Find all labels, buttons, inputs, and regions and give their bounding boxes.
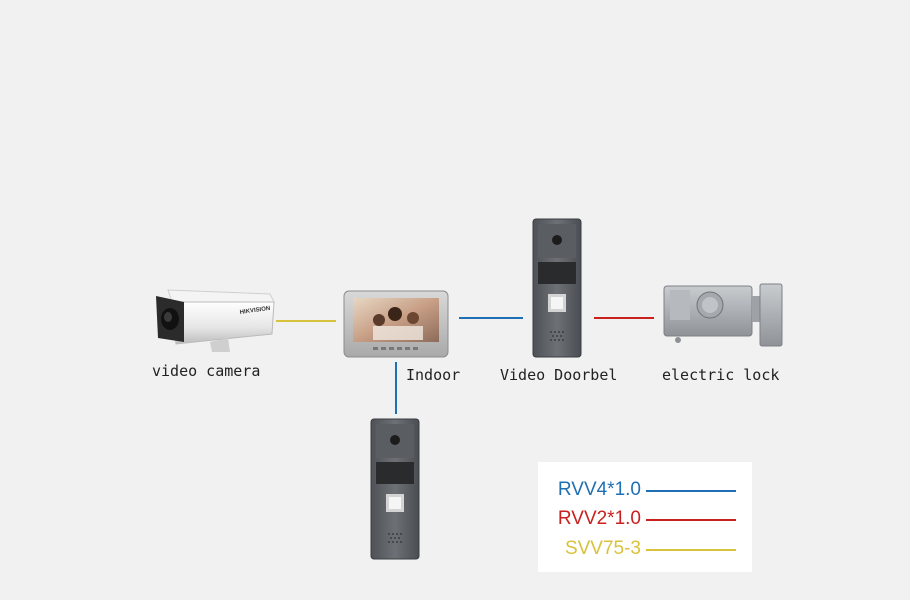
camera-indoor-wire-yellow (276, 320, 336, 322)
legend-line-red (646, 519, 736, 521)
legend-line-blue (646, 490, 736, 492)
video-doorbell-2-icon (370, 418, 420, 560)
indoor-label: Indoor (406, 366, 461, 384)
legend-text-rvv4: RVV4*1.0 (557, 479, 641, 500)
legend-text-rvv2: RVV2*1.0 (557, 508, 641, 529)
legend-row-rvv2: RVV2*1.0 (538, 507, 752, 531)
video-camera-icon: HIKVISION (156, 289, 275, 352)
camera-brand-text: HIKVISION (239, 306, 270, 316)
indoor-doorbell2-wire-blue (395, 362, 397, 414)
doorbell-lock-wire-red (594, 317, 654, 319)
video-doorbell-icon (532, 218, 582, 358)
cable-legend: RVV4*1.0 RVV2*1.0 SVV75-3 (538, 462, 752, 572)
legend-row-rvv4: RVV4*1.0 (538, 478, 752, 502)
legend-row-svv75: SVV75-3 (538, 537, 752, 561)
indoor-monitor-icon (343, 290, 449, 358)
legend-line-yellow (646, 549, 736, 551)
electric-lock-icon (663, 283, 783, 347)
electric-lock-label: electric lock (662, 366, 780, 384)
video-doorbell-label: Video Doorbel (500, 366, 618, 384)
indoor-doorbell-wire-blue (459, 317, 523, 319)
legend-text-svv75: SVV75-3 (564, 538, 641, 559)
video-camera-label: video camera (152, 362, 261, 380)
